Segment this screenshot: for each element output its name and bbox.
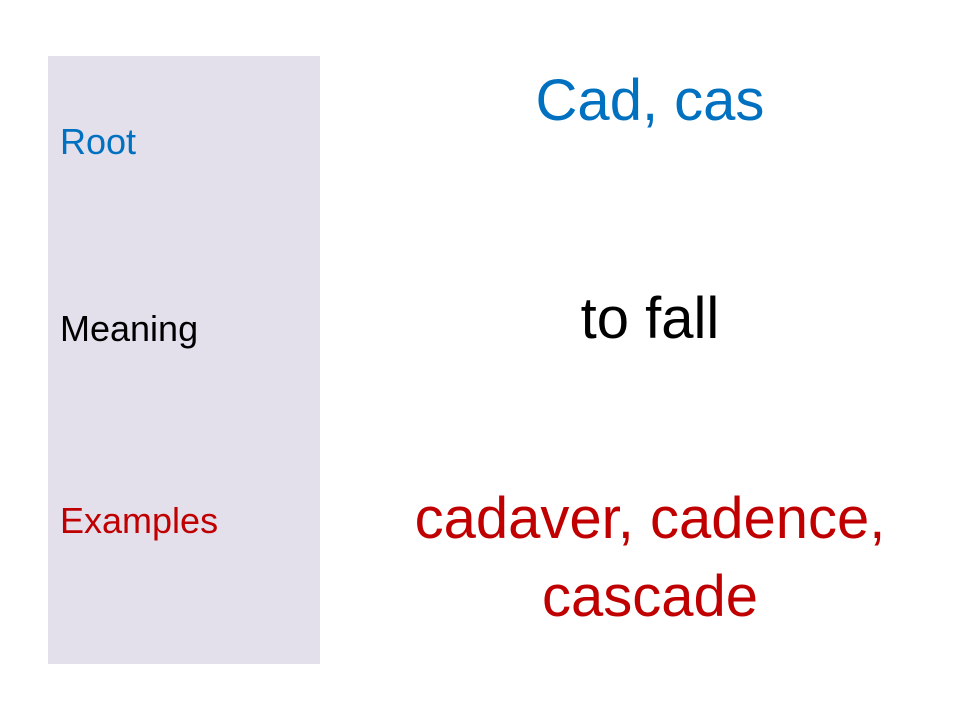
root-label: Root <box>60 121 137 162</box>
examples-value: cadaver, cadence, cascade <box>340 480 960 636</box>
meaning-label: Meaning <box>60 308 199 349</box>
root-value: Cad, cas <box>535 68 765 133</box>
examples-value-text: cadaver, cadence, cascade <box>414 486 886 629</box>
label-sidebar-panel <box>48 56 320 664</box>
examples-label: Examples <box>60 500 219 541</box>
meaning-value: to fall <box>580 286 720 351</box>
